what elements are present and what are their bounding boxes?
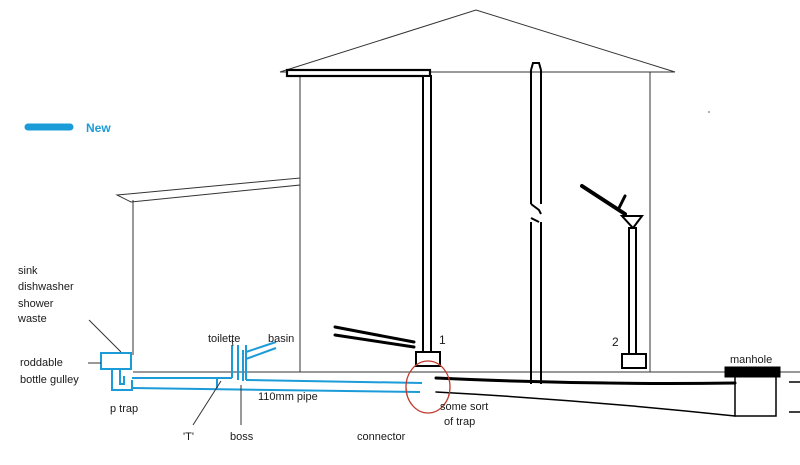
label-110mm-pipe: 110mm pipe xyxy=(258,391,318,403)
existing-drain xyxy=(434,376,737,417)
label-bottle-gulley: bottle gulley xyxy=(20,374,79,386)
label-toilette: toilette xyxy=(208,333,241,345)
spout-2-tick xyxy=(617,194,627,210)
downpipe-2-pipe xyxy=(628,227,637,355)
manhole-cover xyxy=(724,366,781,378)
label-connector: connector xyxy=(357,431,406,443)
extension-roof xyxy=(115,177,301,203)
connector-circle xyxy=(405,360,451,414)
bottle-gulley xyxy=(100,352,132,370)
legend-label: New xyxy=(86,121,111,135)
label-p-trap: p trap xyxy=(110,403,139,415)
manhole xyxy=(724,366,800,417)
downpipe-1-base xyxy=(415,351,441,367)
gutter xyxy=(285,68,432,78)
label-downpipe-1: 1 xyxy=(439,333,446,347)
label-waste: waste xyxy=(18,313,47,325)
downpipe-1 xyxy=(285,68,441,367)
downpipe-2 xyxy=(580,184,647,369)
spout-1 xyxy=(333,325,416,349)
pipe-110-bottom xyxy=(131,387,421,393)
label-boss: boss xyxy=(230,431,254,443)
label-sink: sink xyxy=(18,265,38,277)
label-roddable: roddable xyxy=(20,357,63,369)
label-basin: basin xyxy=(268,333,295,345)
soil-stack xyxy=(530,62,542,384)
downpipe-1-pipe xyxy=(422,75,432,353)
spout-2 xyxy=(580,184,627,216)
label-manhole: manhole xyxy=(730,354,773,366)
hopper xyxy=(619,215,644,230)
leader-lines xyxy=(88,319,242,426)
label-dishwasher: dishwasher xyxy=(18,281,74,293)
downpipe-2-base xyxy=(621,353,647,369)
house-outline xyxy=(115,9,800,373)
p-trap xyxy=(111,369,133,391)
new-pipework xyxy=(100,341,423,393)
basin-pipe xyxy=(245,341,277,360)
label-some-sort: some sort xyxy=(440,401,489,413)
label-tee: 'T' xyxy=(183,431,194,443)
main-roof xyxy=(279,9,676,73)
label-of-trap: of trap xyxy=(444,416,476,428)
label-shower: shower xyxy=(18,298,54,310)
label-downpipe-2: 2 xyxy=(612,335,619,349)
pipe-110-top-b xyxy=(245,379,423,384)
